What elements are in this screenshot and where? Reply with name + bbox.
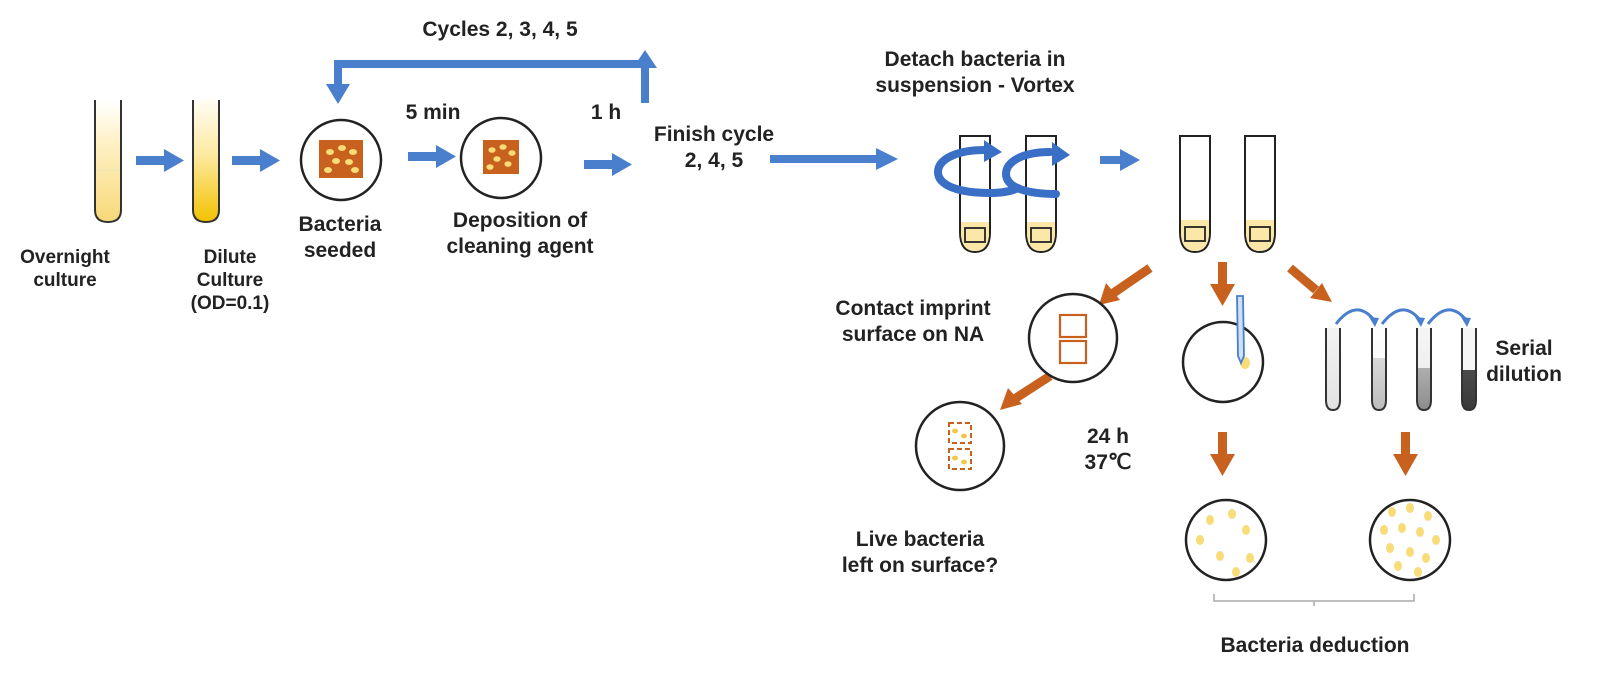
seeded-line-2: seeded [303, 238, 377, 262]
contact-imprint-label: Contact imprint surface on NA [818, 296, 1008, 347]
live-bacteria-label: Live bacteria left on surface? [825, 527, 1015, 578]
incubation-line-2: 37℃ [1084, 450, 1132, 474]
dilute-culture-label: Dilute Culture (OD=0.1) [170, 246, 290, 316]
arrow-dilute-to-seeded [232, 149, 280, 172]
dilute-line-3: (OD=0.1) [190, 293, 270, 315]
arrow-overnight-to-dilute [136, 149, 184, 172]
live-line-2: left on surface? [841, 553, 999, 577]
deposition-line-2: cleaning agent [446, 234, 594, 258]
one-h-label: 1 h [590, 101, 622, 124]
settled-tube-2-icon [1244, 135, 1276, 254]
arrow-contact-to-live [1000, 372, 1053, 410]
arrow-vortex-to-tubes [1100, 149, 1140, 171]
serial-line-1: Serial [1495, 337, 1553, 360]
contact-imprint-plate-icon [1027, 292, 1119, 384]
deposition-line-1: Deposition of [452, 209, 588, 232]
arrow-seeded-to-deposition [408, 145, 456, 168]
cycles-label: Cycles 2, 3, 4, 5 [422, 18, 578, 41]
settled-tube-1-icon [1179, 135, 1211, 254]
bacteria-seeded-plate-icon [299, 118, 383, 202]
overnight-line-1: Overnight [20, 247, 110, 268]
overnight-culture-tube-icon [94, 100, 122, 224]
deduction-bracket [1213, 594, 1415, 606]
colony-plate-2-icon [1368, 498, 1452, 582]
overnight-line-2: culture [33, 270, 97, 292]
finish-line-1: Finish cycle [653, 123, 775, 146]
pipette-tip-icon [1236, 295, 1245, 366]
dilute-line-1: Dilute [203, 247, 257, 268]
vortex-rotation-icon [933, 140, 1070, 198]
bacteria-seeded-label: Bacteria seeded [285, 212, 395, 263]
contact-line-1: Contact imprint [835, 297, 991, 320]
deposition-label: Deposition of cleaning agent [430, 208, 610, 259]
colony-plate-1-icon [1184, 498, 1268, 582]
deposition-plate-icon [459, 116, 543, 200]
detach-line-2: suspension - Vortex [875, 73, 1075, 97]
bacteria-deduction-label: Bacteria deduction [1220, 634, 1410, 657]
arrow-dilution-to-plate [1393, 432, 1418, 476]
incubation-line-1: 24 h [1086, 425, 1130, 448]
arrow-tubes-to-dilution [1287, 264, 1332, 302]
dilute-line-2: Culture [196, 270, 264, 292]
spread-plate-icon [1181, 320, 1265, 404]
overnight-culture-label: Overnight culture [10, 246, 120, 292]
arrow-tubes-to-contact [1099, 264, 1153, 305]
arrow-finish-to-vortex [770, 148, 898, 170]
serial-line-2: dilution [1486, 362, 1562, 386]
finish-line-2: 2, 4, 5 [684, 148, 744, 172]
arrow-spread-to-plate [1210, 432, 1235, 476]
serial-dilution-label: Serial dilution [1474, 336, 1574, 387]
contact-line-2: surface on NA [841, 322, 985, 346]
five-min-label: 5 min [405, 101, 461, 124]
incubation-label: 24 h 37℃ [1068, 424, 1148, 475]
arrow-deposition-to-finish [584, 153, 632, 176]
cycle-loop-arrow [326, 50, 657, 104]
detach-line-1: Detach bacteria in [884, 48, 1066, 71]
live-line-1: Live bacteria [855, 528, 985, 551]
transfer-arrows-icon [1334, 308, 1471, 327]
dilute-culture-tube-icon [192, 100, 220, 224]
live-bacteria-plate-icon [914, 400, 1006, 492]
arrow-tubes-to-spread [1210, 262, 1235, 306]
seeded-line-1: Bacteria [298, 213, 382, 236]
dilution-tubes-icon [1325, 328, 1477, 412]
detach-label: Detach bacteria in suspension - Vortex [860, 47, 1090, 98]
finish-cycle-label: Finish cycle 2, 4, 5 [644, 122, 784, 173]
